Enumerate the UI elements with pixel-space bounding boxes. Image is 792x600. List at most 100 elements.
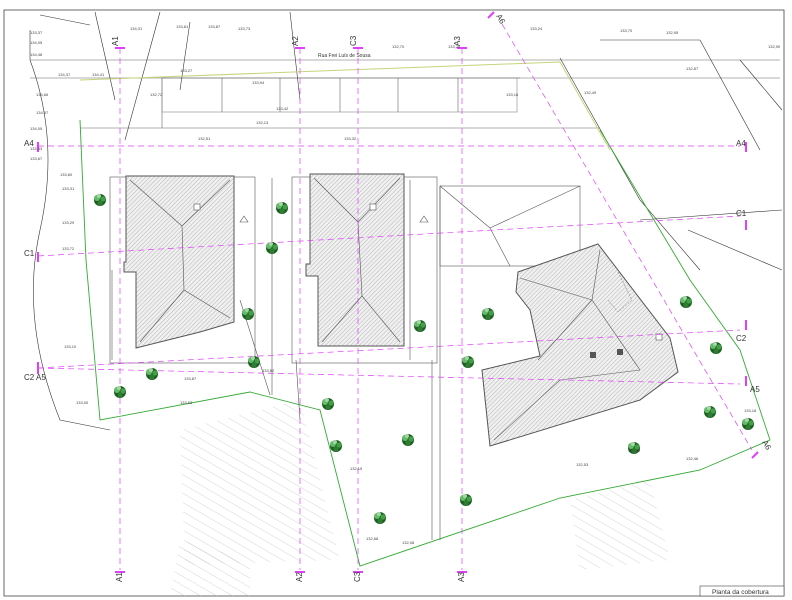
annex-outlines bbox=[239, 185, 581, 267]
axis-label-a2-top: A2 bbox=[291, 36, 300, 46]
tree-icon bbox=[414, 320, 426, 332]
grid-axes bbox=[37, 23, 753, 570]
tree-icon bbox=[742, 418, 754, 430]
tree-icon bbox=[482, 308, 494, 320]
tree-icon bbox=[704, 406, 716, 418]
axis-label-a6-bottom: A6 bbox=[760, 439, 773, 452]
tree-icon bbox=[330, 440, 342, 452]
elevation-label: 133,42 bbox=[276, 106, 289, 111]
axis-label-c2a5-left: C2 A5 bbox=[24, 373, 46, 382]
tree-icon bbox=[460, 494, 472, 506]
elevation-label: 133,18 bbox=[744, 408, 757, 413]
elevation-label: 133,24 bbox=[530, 26, 543, 31]
elevation-label: 133,27 bbox=[180, 68, 193, 73]
title-block bbox=[699, 585, 785, 597]
tree-icon bbox=[680, 296, 692, 308]
elevation-label: 133,53 bbox=[180, 400, 193, 405]
tree-icon bbox=[248, 356, 260, 368]
tree-icon bbox=[242, 308, 254, 320]
elevation-label: 133,94 bbox=[252, 80, 265, 85]
axis-label-a1-bottom: A1 bbox=[115, 572, 124, 582]
elevation-label: 132,70 bbox=[392, 44, 405, 49]
elevation-label: 133,31 bbox=[62, 186, 75, 191]
elevation-label: 132,87 bbox=[686, 66, 699, 71]
elevation-label: 133,33 bbox=[30, 146, 43, 151]
tree-icon bbox=[462, 356, 474, 368]
axis-label-c2-right: C2 bbox=[736, 334, 747, 343]
axis-label-a6-top: A6 bbox=[494, 13, 507, 26]
elevation-label: 133,00 bbox=[76, 400, 89, 405]
elevation-label: 133,81 bbox=[176, 24, 189, 29]
axis-label-a1-top: A1 bbox=[111, 36, 120, 46]
elevation-label: 133,16 bbox=[506, 92, 519, 97]
elevation-label: 133,87 bbox=[208, 24, 221, 29]
axis-label-c3-bottom: C3 bbox=[353, 571, 362, 582]
elevation-label: 133,82 bbox=[262, 368, 275, 373]
property-boundary-yellow bbox=[79, 61, 611, 151]
parking-areas bbox=[170, 400, 670, 596]
elevation-label: 133,10 bbox=[64, 344, 77, 349]
elevation-label: 133,60 bbox=[60, 172, 73, 177]
axis-label-a5-right: A5 bbox=[750, 385, 760, 394]
elevation-label: 132,68 bbox=[366, 536, 379, 541]
elevation-labels: 133,37 134,05 134,48 134,66 134,57 134,37 134,… bbox=[30, 24, 781, 545]
property-boundary-green bbox=[79, 119, 771, 567]
elevation-label: 134,41 bbox=[92, 72, 105, 77]
elevation-label: 134,37 bbox=[58, 72, 71, 77]
axis-labels: A1 A2 C3 A3 A6 A1 A2 C3 A3 A6 A4 A4 C1 C… bbox=[24, 13, 773, 583]
roof-house-2 bbox=[305, 173, 405, 347]
axis-label-c3-top: C3 bbox=[349, 35, 358, 46]
axis-label-a2-bottom: A2 bbox=[295, 572, 304, 582]
elevation-label: 132,72 bbox=[150, 92, 163, 97]
elevation-label: 132,90 bbox=[768, 44, 781, 49]
elevation-label: 133,29 bbox=[62, 220, 75, 225]
elevation-label: 132,12 bbox=[628, 448, 641, 453]
elevation-label: 132,15 bbox=[350, 466, 363, 471]
elevation-label: 133,32 bbox=[344, 136, 357, 141]
elevation-label: 133,73 bbox=[238, 26, 251, 31]
elevation-label: 134,66 bbox=[36, 92, 49, 97]
elevation-label: 133,37 bbox=[30, 30, 43, 35]
tree-icon bbox=[276, 202, 288, 214]
tree-icon bbox=[374, 512, 386, 524]
tree-icon bbox=[322, 398, 334, 410]
elevation-label: 133,72 bbox=[62, 246, 75, 251]
elevation-label: 133,67 bbox=[30, 156, 43, 161]
elevation-label: 132,08 bbox=[402, 540, 415, 545]
tree-icon bbox=[146, 368, 158, 380]
elevation-label: 134,57 bbox=[36, 110, 49, 115]
elevation-label: 133,20 bbox=[448, 44, 461, 49]
trees bbox=[94, 194, 754, 524]
street-name: Rua Frei Luís de Sousa bbox=[318, 53, 371, 59]
roof-house-1 bbox=[123, 175, 235, 349]
drawing-title: Planta da cobertura bbox=[712, 589, 769, 596]
survey-lines bbox=[29, 11, 783, 431]
elevation-label: 132,13 bbox=[256, 120, 269, 125]
elevation-label: 134,05 bbox=[30, 40, 43, 45]
elevation-label: 132,49 bbox=[584, 90, 597, 95]
axis-label-a3-bottom: A3 bbox=[457, 572, 466, 582]
tree-icon bbox=[710, 342, 722, 354]
roof-house-3 bbox=[481, 243, 679, 447]
elevation-label: 132,95 bbox=[666, 30, 679, 35]
axis-label-a4-right: A4 bbox=[736, 139, 746, 148]
tree-icon bbox=[94, 194, 106, 206]
elevation-label: 133,70 bbox=[620, 28, 633, 33]
tree-icon bbox=[266, 242, 278, 254]
axis-label-c1-right: C1 bbox=[736, 209, 747, 218]
tree-icon bbox=[628, 442, 640, 454]
elevation-label: 134,31 bbox=[130, 26, 143, 31]
elevation-label: 134,05 bbox=[30, 126, 43, 131]
axis-label-a3-top: A3 bbox=[453, 36, 462, 46]
drawing-frame bbox=[3, 9, 785, 597]
elevation-label: 132,51 bbox=[198, 136, 211, 141]
tree-icon bbox=[402, 434, 414, 446]
elevation-label: 134,48 bbox=[30, 52, 43, 57]
elevation-label: 132,46 bbox=[686, 456, 699, 461]
street bbox=[30, 59, 780, 129]
axis-label-c1-left: C1 bbox=[24, 249, 35, 258]
elevation-label: 132,53 bbox=[576, 462, 589, 467]
axis-label-a4-left: A4 bbox=[24, 139, 34, 148]
elevation-label: 133,87 bbox=[184, 376, 197, 381]
